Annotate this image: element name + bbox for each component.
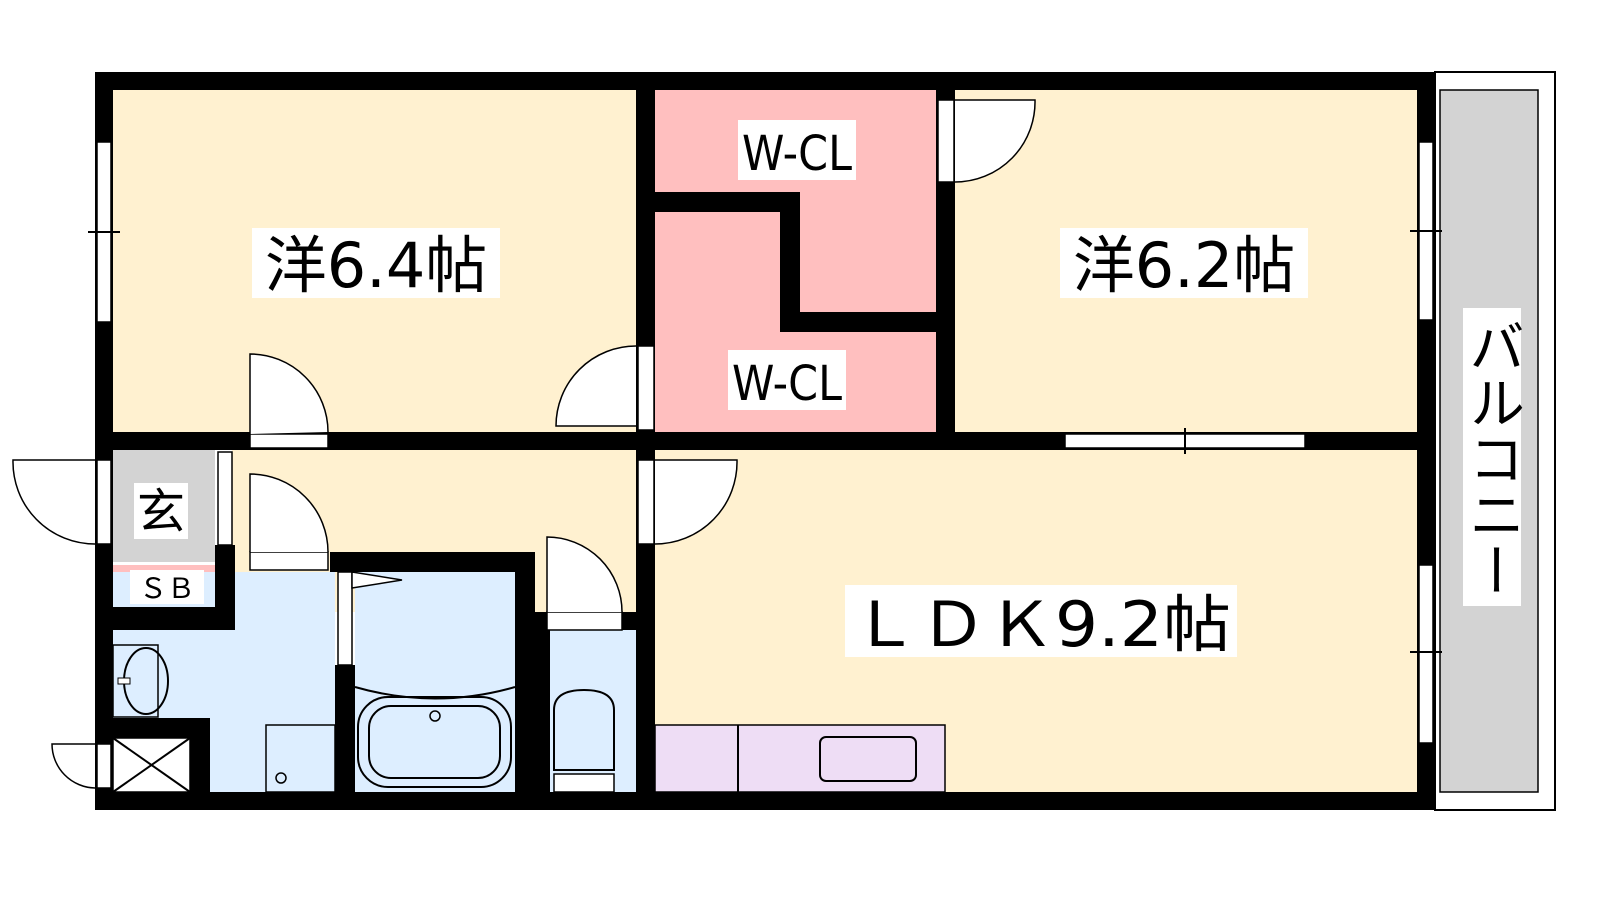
bathtub-inner [368,705,501,779]
room-label-ldk: ＬＤＫ9.2帖 [851,588,1231,661]
room-label-wcl-lower: W-CL [732,356,842,412]
label-bg [130,570,204,604]
label-bg [252,228,500,298]
label-bg [1463,308,1521,606]
toilet-tank [553,773,615,793]
label-bg [134,483,188,539]
windows [88,141,1442,744]
laundry-cross [112,737,191,793]
room-label-western-right: 洋6.2帖 [1073,229,1296,302]
toilet-icon [553,688,615,771]
room-label-western-left: 洋6.4帖 [265,229,488,302]
doors [12,99,1036,789]
label-bg [1060,228,1308,298]
label-bg [738,120,856,180]
label-bg [728,350,846,410]
room-label-balcony: バルコニー [1460,318,1525,598]
room-label-entrance: 玄 [137,484,185,540]
faucet-icon [117,677,131,685]
room-label-wcl-upper: W-CL [742,126,852,182]
bathtub-icon [357,696,512,788]
drain-icon [429,710,441,722]
bathroom [355,572,515,792]
toilet-room [550,630,636,792]
sink-icon [819,736,917,782]
label-bg [845,585,1237,657]
storage-cabinet [265,724,336,793]
bathtub-edge [354,686,516,700]
room-label-shoe-box: ＳＢ [139,572,195,605]
cabinet-knob-icon [275,772,287,784]
